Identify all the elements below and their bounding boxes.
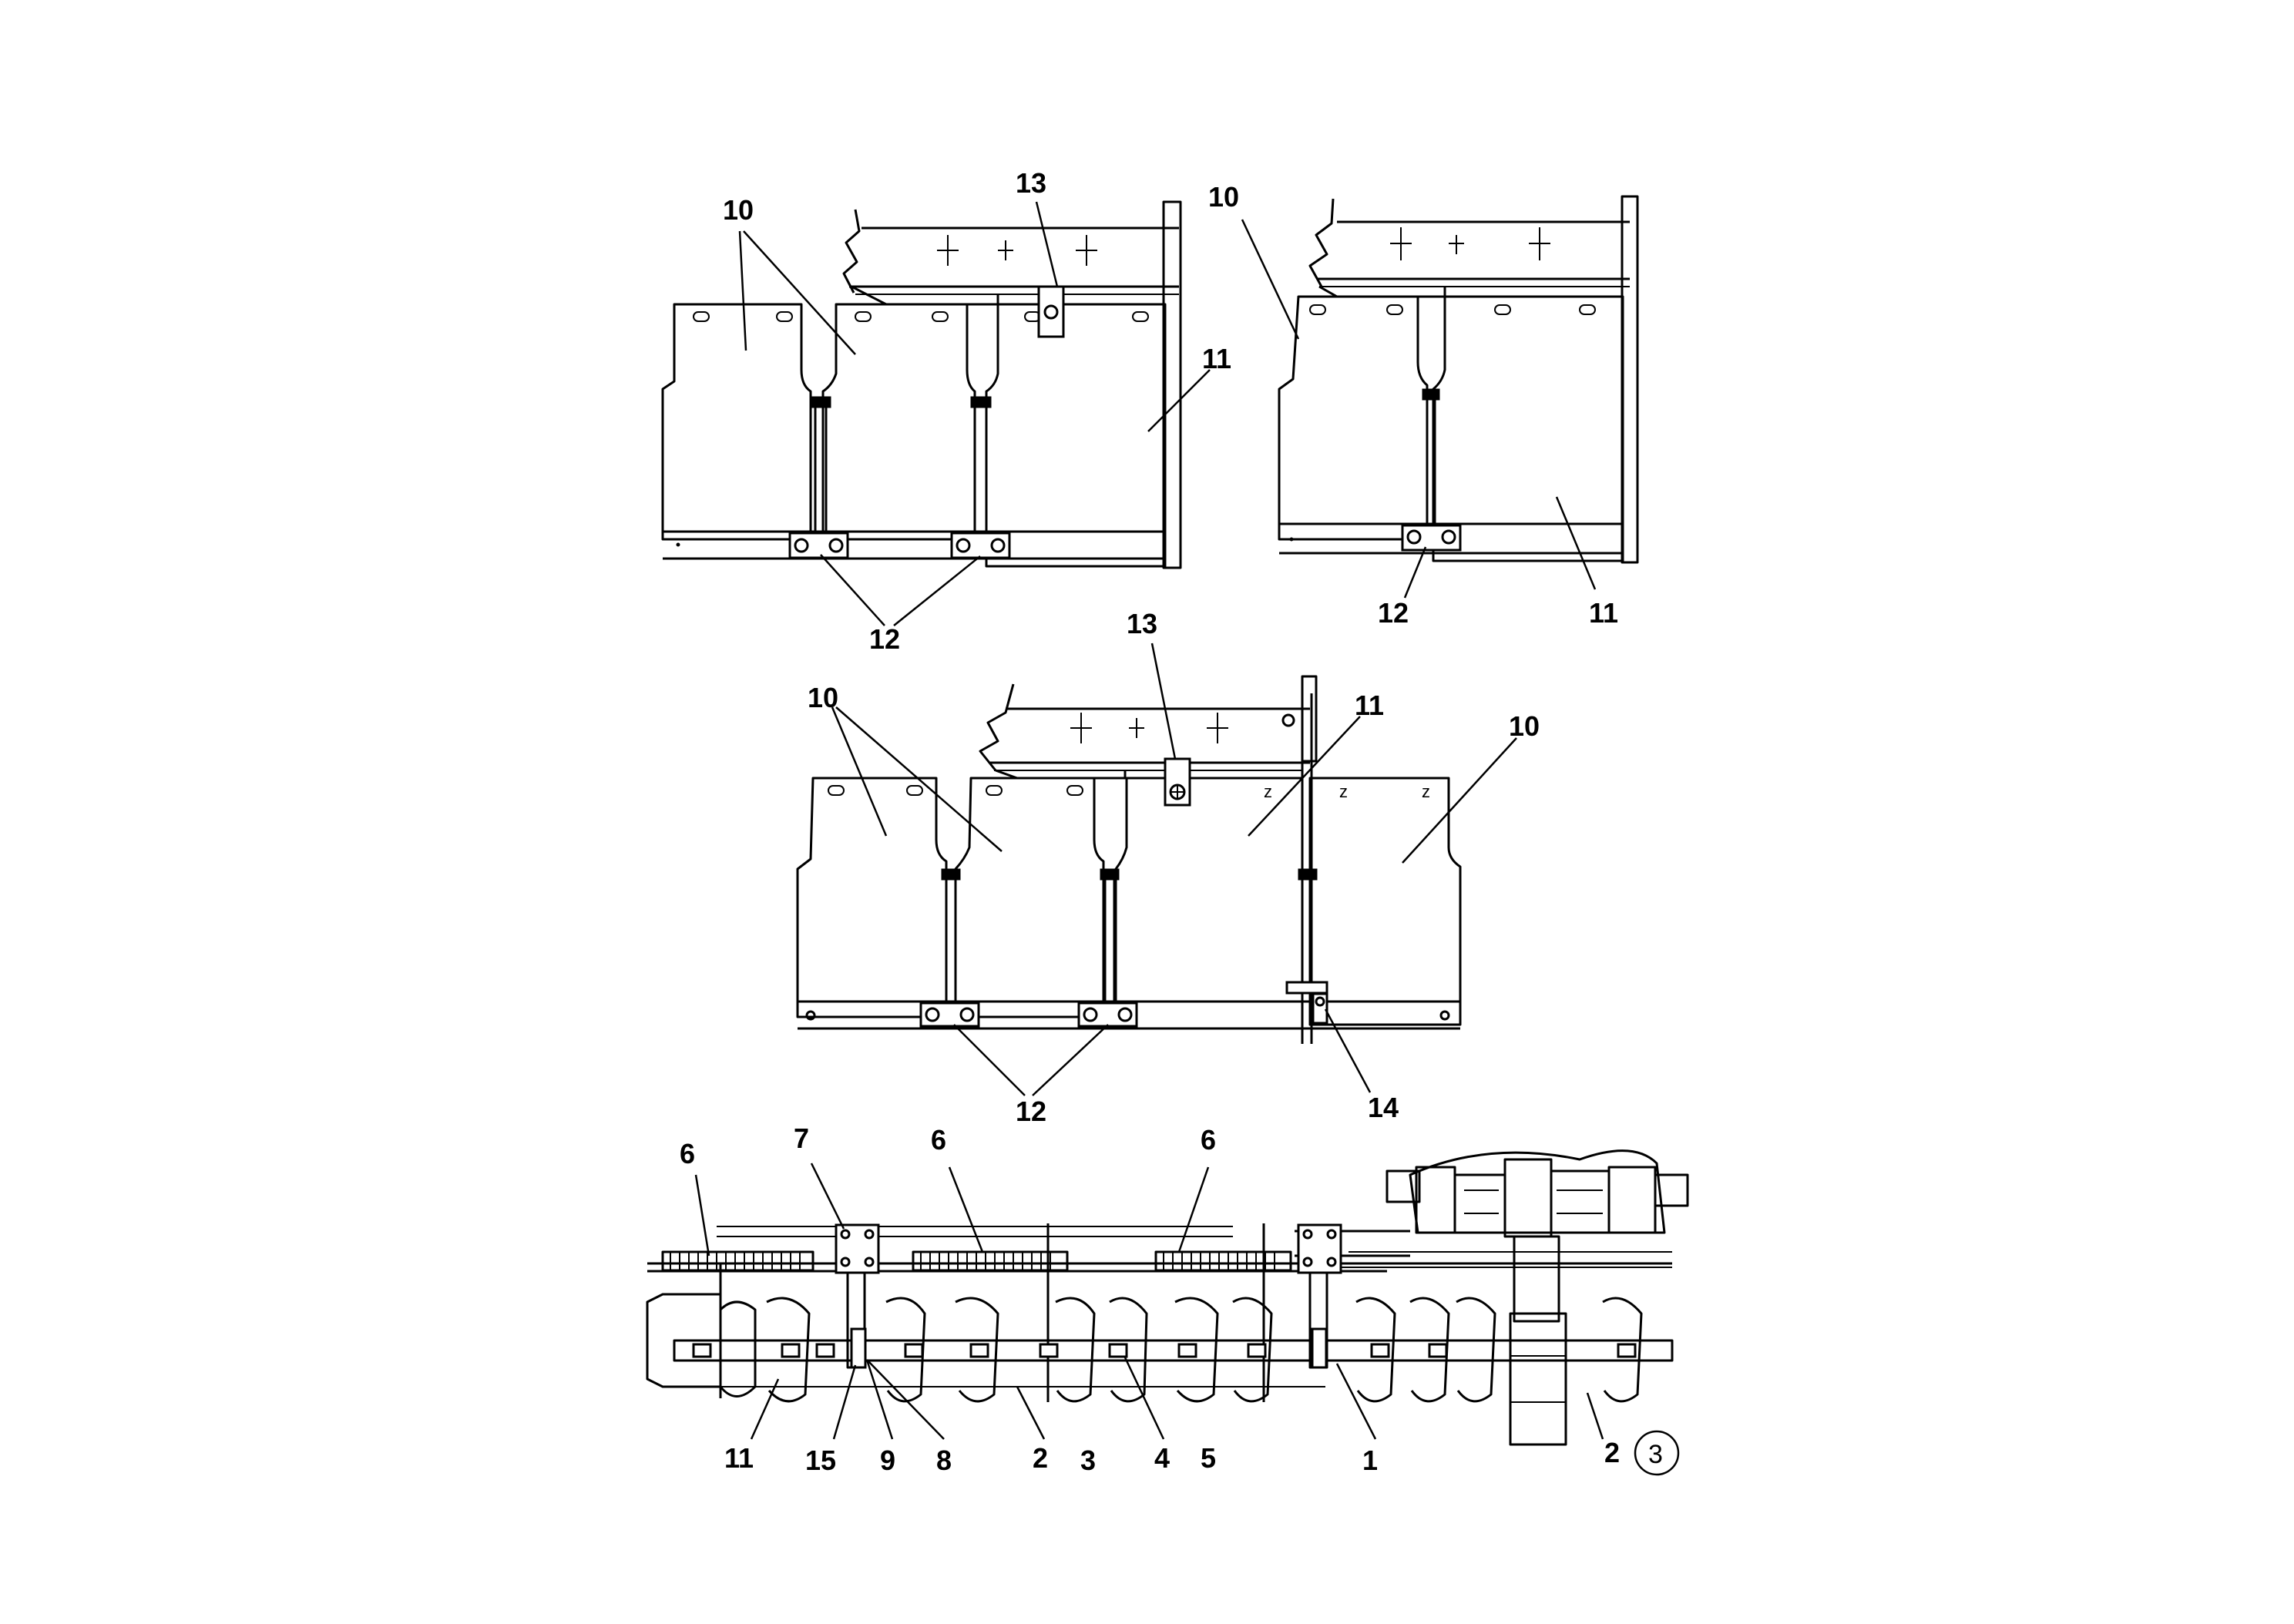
callout-11: 11 — [1202, 343, 1231, 374]
joint-clamp — [919, 1002, 980, 1028]
sheet-marker-circle — [1634, 1430, 1680, 1476]
callout-6: 6 — [680, 1138, 695, 1169]
callout-12: 12 — [1378, 597, 1409, 629]
callout-11: 11 — [1355, 690, 1384, 721]
drive-motor — [1385, 1149, 1689, 1238]
support-beam — [1308, 195, 1639, 564]
mounting-bracket — [1164, 757, 1191, 807]
auger-assembly-view — [646, 1149, 1689, 1446]
joint-clamp — [950, 532, 1011, 559]
callout-3: 3 — [1080, 1444, 1096, 1476]
deflector-panel — [661, 303, 812, 541]
side-panel — [985, 303, 1167, 568]
svg-text:z: z — [1339, 782, 1348, 801]
deflector-panel: z z — [1308, 777, 1462, 1026]
joint-clamp — [788, 532, 849, 559]
svg-text:z: z — [1264, 782, 1272, 801]
callout-4: 4 — [1154, 1442, 1170, 1474]
callout-5: 5 — [1201, 1442, 1216, 1474]
deflector-panel — [821, 303, 976, 541]
callout-8: 8 — [936, 1444, 952, 1476]
callout-10: 10 — [1208, 181, 1239, 213]
callout-11: 11 — [724, 1442, 754, 1474]
view-1-panel-assembly — [661, 200, 1211, 626]
callout-labels: 10 13 11 12 10 12 11 13 10 11 10 12 14 6… — [680, 167, 1620, 1476]
deflector-panel — [796, 777, 948, 1018]
callout-11: 11 — [1589, 597, 1618, 629]
callout-12: 12 — [869, 623, 900, 655]
spring-assembly — [1154, 1250, 1292, 1272]
end-clamp — [1285, 981, 1328, 1025]
callout-10: 10 — [723, 194, 754, 226]
svg-text:z: z — [1422, 782, 1430, 801]
callout-1: 1 — [1362, 1444, 1378, 1476]
support-beam — [979, 675, 1318, 780]
auger-shaft — [673, 1339, 1674, 1362]
side-panel — [1432, 295, 1624, 562]
shaft-clamps — [692, 1343, 1637, 1358]
hanger-bracket — [1297, 1223, 1342, 1274]
deflector-panel — [1278, 295, 1429, 541]
callout-2: 2 — [1604, 1437, 1620, 1468]
callout-7: 7 — [794, 1122, 809, 1154]
joint-clamp — [1401, 524, 1462, 552]
callout-2: 2 — [1033, 1442, 1048, 1474]
callout-10: 10 — [808, 682, 838, 713]
view-3-panel-assembly: z z z — [796, 643, 1517, 1096]
sheet-marker: 3 — [1634, 1430, 1680, 1476]
callout-9: 9 — [880, 1444, 895, 1476]
drive-column — [1509, 1235, 1567, 1446]
mounting-bracket — [1037, 285, 1065, 338]
callout-6: 6 — [931, 1124, 946, 1156]
callout-13: 13 — [1127, 608, 1157, 639]
spring-assembly — [661, 1250, 814, 1272]
deflector-panel — [954, 777, 1105, 1018]
spring-assembly — [912, 1250, 1069, 1272]
callout-13: 13 — [1016, 167, 1046, 199]
side-panel: z — [1114, 777, 1304, 1030]
callout-10: 10 — [1509, 710, 1540, 742]
support-beam — [842, 200, 1182, 569]
view-2-panel-assembly — [1241, 195, 1639, 599]
callout-14: 14 — [1368, 1092, 1399, 1123]
sheet-marker-number: 3 — [1648, 1440, 1663, 1469]
callout-6: 6 — [1201, 1124, 1216, 1156]
callout-15: 15 — [805, 1444, 836, 1476]
callout-12: 12 — [1016, 1096, 1046, 1127]
hanger-bracket — [835, 1223, 880, 1274]
joint-clamp — [1077, 1002, 1138, 1028]
